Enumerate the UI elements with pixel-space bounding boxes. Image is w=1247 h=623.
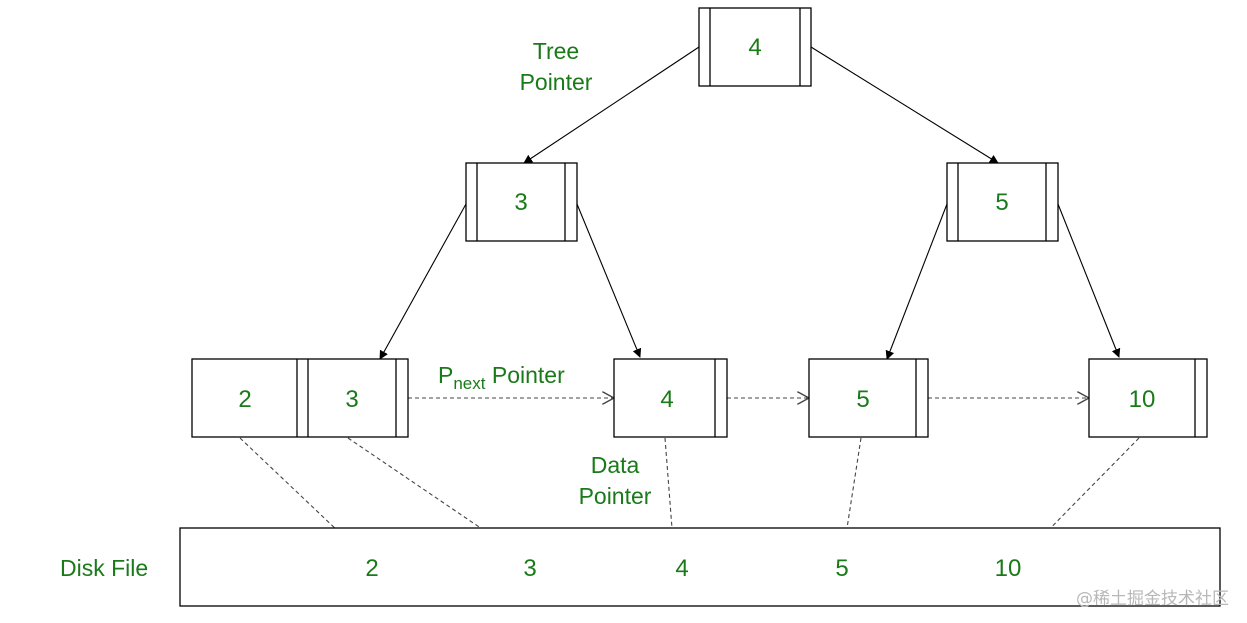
disk-record-5: 5 — [835, 555, 848, 582]
leaf3-key: 5 — [856, 386, 869, 413]
pnext-base: P — [438, 362, 453, 388]
arrow-root-to-left — [523, 46, 700, 164]
arrow-left-to-leaf2 — [576, 203, 642, 358]
pnext-subscript: next — [453, 374, 485, 393]
leaf2-key: 4 — [660, 386, 673, 413]
arrow-root-to-right — [810, 46, 999, 164]
disk-record-10: 10 — [995, 555, 1022, 582]
internal-node-left: 3 — [465, 162, 578, 242]
pnext-pointer-label: Pnext Pointer — [438, 362, 565, 393]
disk-record-3: 3 — [523, 555, 536, 582]
disk-record-2: 2 — [365, 555, 378, 582]
leaf4-key: 10 — [1129, 386, 1156, 413]
tree-pointer-label-line1: Tree — [533, 38, 579, 64]
arrow-left-to-leaf1 — [379, 203, 467, 360]
tree-pointer-arrows — [379, 46, 1121, 360]
arrow-right-to-leaf3 — [885, 203, 948, 360]
internal-node-right: 5 — [946, 162, 1059, 242]
pnext-suffix: Pointer — [485, 362, 565, 388]
disk-file-label: Disk File — [60, 555, 148, 581]
disk-record-4: 4 — [675, 555, 688, 582]
leaf-node-1: 2 3 — [191, 358, 409, 438]
root-node: 4 — [698, 7, 812, 87]
leaf-node-2: 4 — [613, 358, 728, 438]
internal-right-key: 5 — [995, 189, 1008, 216]
data-pointer-4 — [664, 437, 674, 554]
disk-file-box — [179, 527, 1221, 607]
arrow-right-to-leaf4 — [1057, 203, 1121, 358]
watermark: @稀土掘金技术社区 — [1076, 589, 1229, 609]
internal-left-key: 3 — [514, 189, 527, 216]
root-key: 4 — [748, 34, 761, 61]
data-pointer-label-line1: Data — [591, 452, 640, 478]
data-pointer-label-line2: Pointer — [579, 483, 652, 509]
leaf-node-4: 10 — [1088, 358, 1208, 438]
leaf1-key-2: 3 — [345, 386, 358, 413]
data-pointer-5 — [843, 437, 862, 554]
leaf-node-3: 5 — [808, 358, 929, 438]
leaf1-key-1: 2 — [238, 386, 251, 413]
disk-file: 2 3 4 5 10 — [179, 527, 1221, 607]
tree-pointer-label-line2: Pointer — [520, 69, 593, 95]
